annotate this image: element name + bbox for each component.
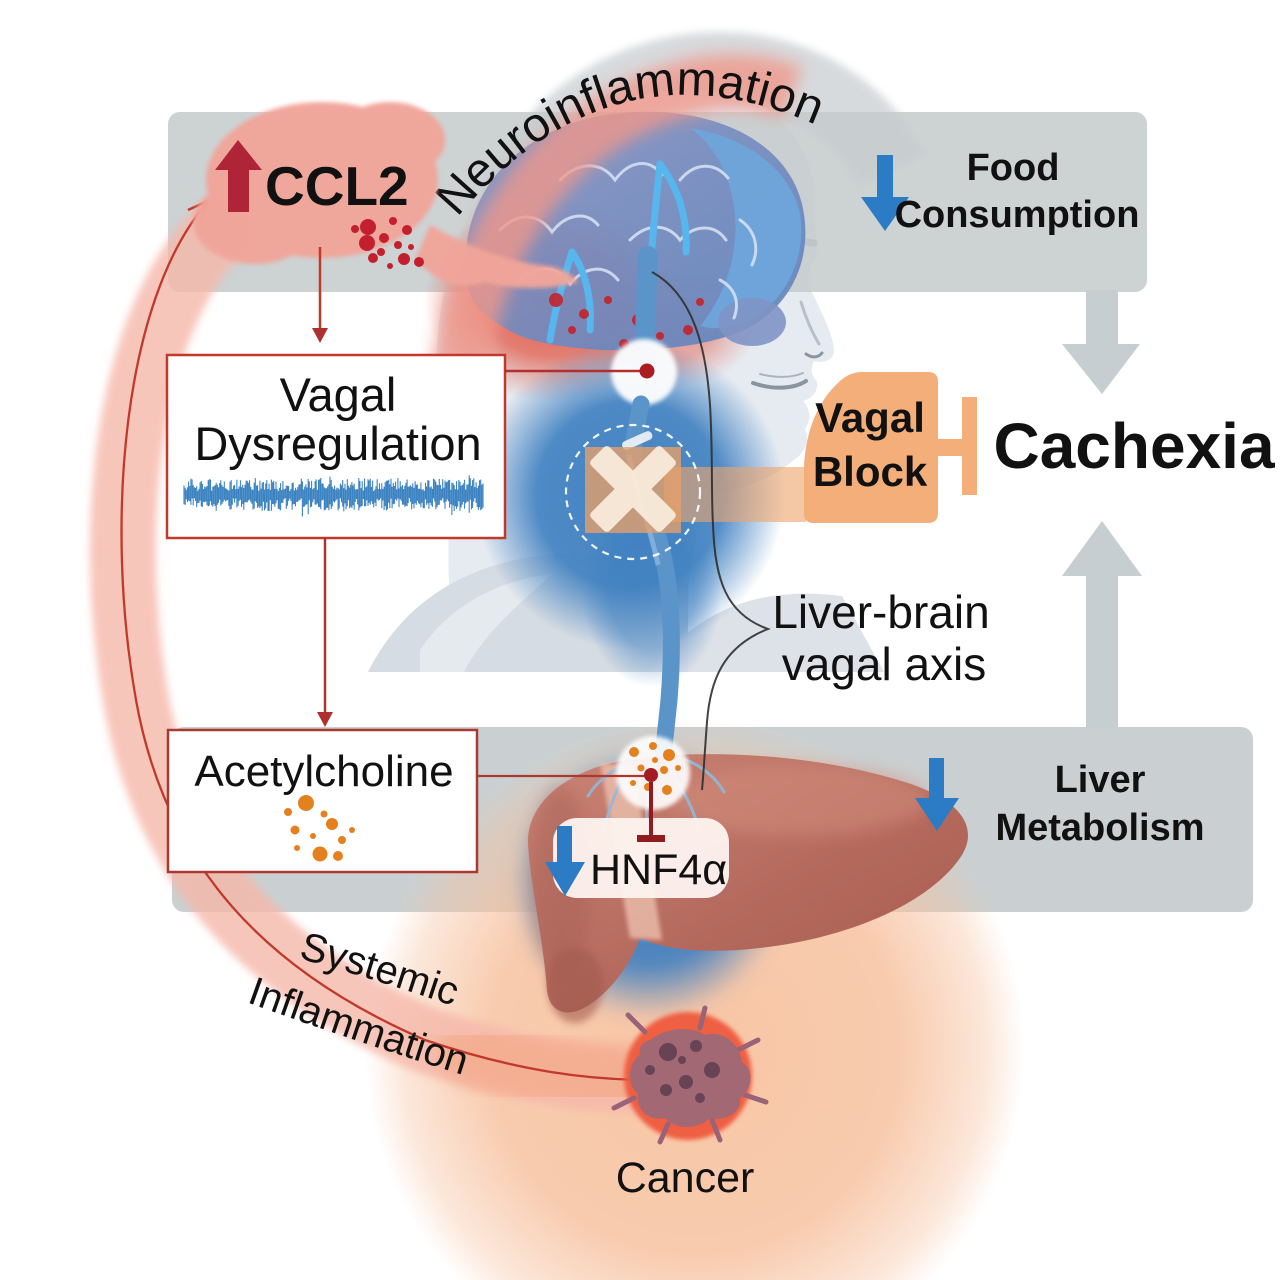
node-red-dot [639, 363, 655, 379]
cachexia-label: Cachexia [993, 410, 1274, 482]
block-dashed-circle [564, 423, 702, 561]
cerebellum [718, 298, 786, 346]
upper-lip-shade [759, 372, 804, 378]
vagal-dysregulation-line2: Dysregulation [194, 417, 481, 470]
liver-brain-axis-brace [651, 271, 771, 791]
block-connector-band [664, 467, 806, 522]
structural-arrows [1062, 290, 1142, 728]
acetylcholine-dots [284, 795, 355, 862]
ccl2-bubble: CCL2 [193, 102, 578, 288]
acetylcholine-box: Acetylcholine [166, 728, 479, 874]
nose-shade [799, 300, 821, 346]
vagal-block-site [475, 246, 806, 775]
liver-top-highlight [670, 764, 930, 836]
neck-glow-lower [582, 497, 722, 687]
ccl2-to-vagal-arrow [312, 247, 328, 343]
hnf4a-box: HNF4α [545, 818, 729, 898]
hnf4a-panel [553, 818, 729, 898]
vagal-block-box: Vagal Block [804, 372, 977, 523]
down-arrow-icon [1062, 290, 1140, 394]
block-x-icon [590, 446, 676, 532]
axis-line2: vagal axis [782, 638, 987, 690]
decrease-arrow-icon [545, 826, 585, 896]
up-arrow-icon [1062, 521, 1142, 728]
decrease-arrow-icon [861, 155, 909, 231]
liver-lobe-tip-shade [547, 947, 603, 1023]
right-shoulder [650, 593, 884, 672]
food-line1: Food [967, 147, 1060, 189]
tumor-illustration [611, 1005, 769, 1145]
terminal-red-dot [644, 768, 658, 782]
arrowhead-icon [317, 712, 333, 727]
vagal-signal-waveform [183, 475, 484, 517]
tumor-spots [645, 1040, 720, 1103]
inhibition-tbar-icon [938, 397, 977, 495]
neuroinflammation-arc-band [424, 54, 803, 434]
cancer-label: Cancer [616, 1154, 755, 1202]
liver-metabolism: Liver Metabolism [915, 758, 1205, 849]
ccl2-blob [193, 102, 578, 288]
ccl2-particles [351, 217, 424, 269]
vagal-dysregulation-line1: Vagal [280, 368, 397, 421]
vagal-dysregulation-panel [165, 353, 507, 540]
food-line2: Consumption [895, 194, 1140, 236]
lip-line [751, 379, 808, 390]
food-consumption: Food Consumption [861, 147, 1139, 236]
acetylcholine-label: Acetylcholine [194, 747, 453, 796]
brain-frontal-lobe [690, 128, 802, 329]
decrease-arrow-icon [915, 758, 959, 831]
liver-metabolism-line2: Metabolism [995, 807, 1204, 849]
liver-illustration: HNF4α [477, 736, 969, 1023]
arrowhead-icon [312, 328, 328, 343]
liver-metabolism-line1: Liver [1055, 759, 1146, 801]
vagal-block-line1: Vagal [815, 394, 925, 441]
vagal-dysregulation-box: Vagal Dysregulation [165, 353, 507, 540]
tumor-spikes [611, 1005, 769, 1145]
vagal-block-panel [804, 372, 938, 523]
nostril [804, 351, 824, 359]
ccl2-label: CCL2 [265, 155, 409, 217]
axis-line1: Liver-brain [772, 586, 989, 638]
hnf4a-label: HNF4α [590, 846, 727, 894]
increase-arrow-icon [215, 140, 262, 212]
hnf4a-inhibition-tbar-icon [637, 782, 665, 842]
nerve-cut-gap [622, 431, 653, 450]
vagal-to-acetylcholine-arrow [317, 538, 333, 727]
vagal-block-line2: Block [813, 448, 928, 495]
